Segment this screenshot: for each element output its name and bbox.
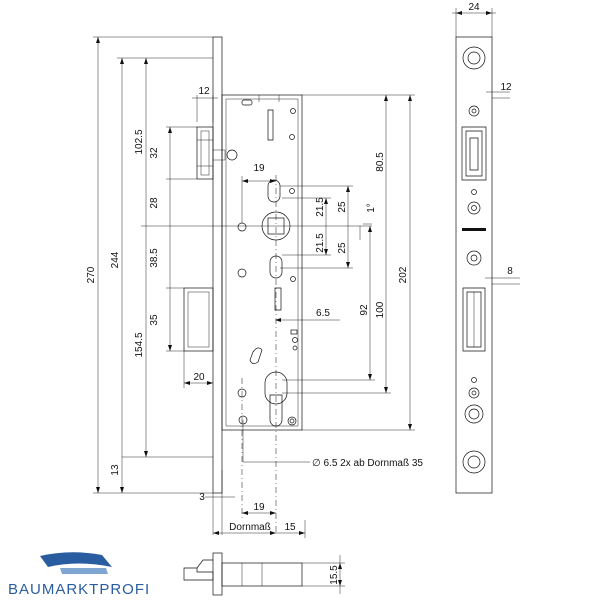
dim-32: 32	[149, 147, 160, 159]
dim-100: 100	[375, 301, 386, 318]
dim-side-15-5: 15.5	[329, 565, 340, 585]
dim-25-top: 25	[337, 201, 348, 213]
dimension-lines-left	[93, 36, 372, 535]
latch-bolt	[196, 126, 238, 180]
faceplate-view	[455, 36, 493, 494]
dim-202: 202	[398, 266, 409, 283]
dim-25-bottom: 25	[337, 242, 348, 254]
dim-faceplate-12: 12	[500, 82, 512, 93]
dim-21-5-bottom: 21.5	[315, 233, 326, 253]
dim-20: 20	[193, 372, 205, 383]
dim-19-top: 19	[253, 163, 265, 174]
baumarktprofi-logo: BAUMARKTPROFI	[8, 552, 150, 598]
dim-38-5: 38.5	[149, 248, 160, 268]
dim-28: 28	[149, 197, 160, 209]
lock-case	[221, 94, 303, 431]
dim-3: 3	[199, 492, 205, 503]
faceplate-dimensions	[452, 8, 520, 285]
dim-92: 92	[359, 304, 370, 316]
faceplate-front	[455, 36, 493, 494]
dim-244: 244	[110, 251, 121, 268]
hole-note: ∅ 6.5 2x ab Dornmaß 35	[312, 458, 423, 469]
dim-270: 270	[86, 266, 97, 283]
dim-faceplate-24: 24	[468, 2, 480, 13]
dim-1-degree: 1°	[366, 203, 377, 213]
dim-102-5: 102.5	[134, 129, 145, 154]
dim-faceplate-8: 8	[507, 266, 513, 277]
logo-roof-icon	[40, 552, 112, 567]
dim-35: 35	[149, 314, 160, 326]
dim-19-bottom: 19	[253, 502, 265, 513]
logo-text: BAUMARKTPROFI	[8, 581, 150, 598]
dim-21-5-top: 21.5	[315, 197, 326, 217]
dimension-arrows	[96, 37, 412, 535]
dim-15: 15	[284, 522, 296, 533]
dim-dornmass: Dornmaß	[229, 522, 271, 533]
dim-80-5: 80.5	[375, 152, 386, 172]
dim-12: 12	[198, 86, 210, 97]
dim-154-5: 154.5	[134, 332, 145, 357]
side-view	[183, 552, 345, 596]
faceplate	[212, 36, 223, 494]
dim-6-5: 6.5	[316, 308, 330, 319]
dim-13: 13	[110, 464, 121, 476]
dead-bolt	[183, 287, 214, 352]
